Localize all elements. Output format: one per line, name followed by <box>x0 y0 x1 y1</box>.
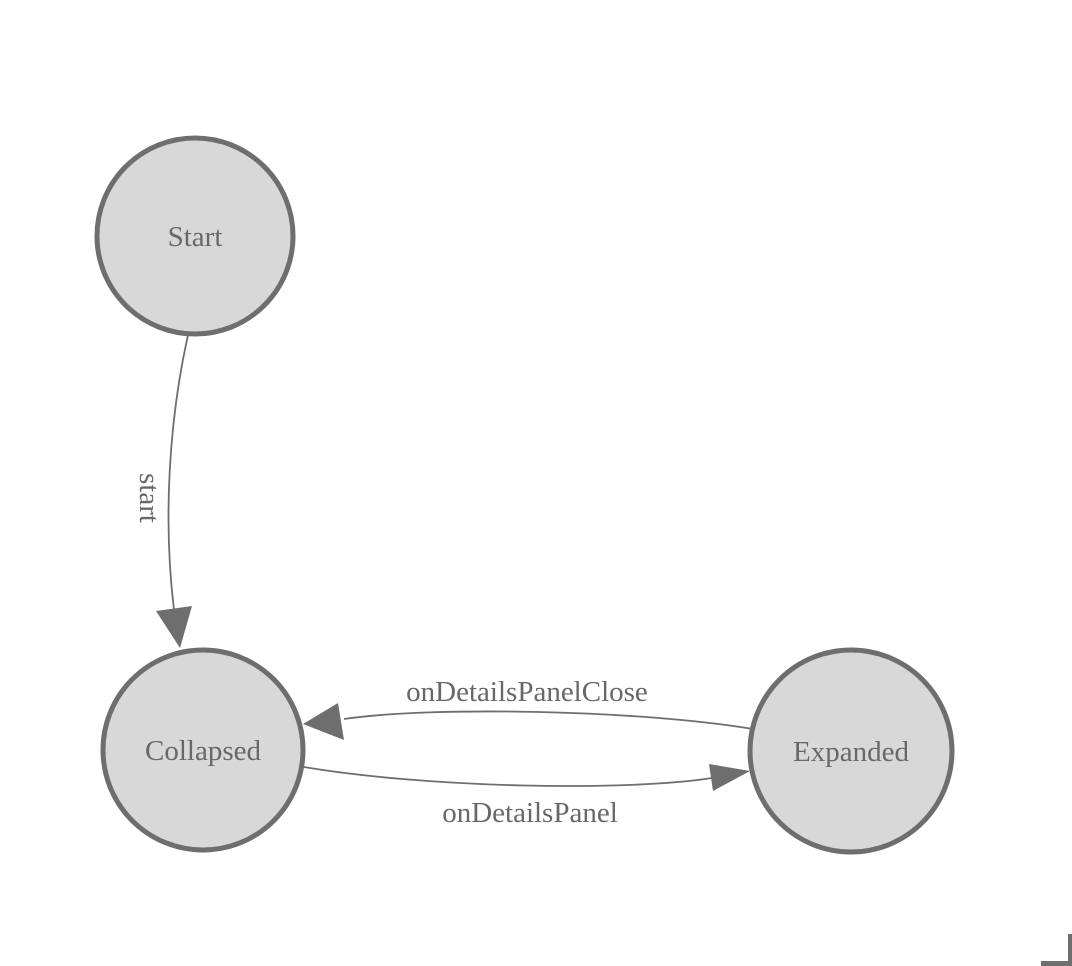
frame-corner-vertical <box>1068 934 1072 966</box>
transition-edge-start: start <box>133 334 192 648</box>
state-label: Collapsed <box>145 735 261 767</box>
edge-line <box>297 765 713 787</box>
state-label: Expanded <box>793 736 909 768</box>
transition-edge-ondetailspanelclose: onDetailsPanelClose <box>303 676 754 740</box>
transition-edge-ondetailspanel: onDetailsPanel <box>297 764 750 829</box>
arrowhead-icon <box>303 703 344 740</box>
state-node-expanded[interactable]: Expanded <box>747 647 955 855</box>
canvas-frame-corner <box>1041 934 1072 966</box>
arrowhead-icon <box>156 606 192 648</box>
state-circle[interactable] <box>747 647 955 855</box>
transition-label: onDetailsPanelClose <box>406 676 648 708</box>
transition-label: onDetailsPanel <box>442 797 618 829</box>
transition-label: start <box>133 473 165 523</box>
state-node-start[interactable]: Start <box>94 135 296 337</box>
frame-corner-horizontal <box>1041 961 1072 966</box>
state-circle[interactable] <box>100 647 306 853</box>
state-label: Start <box>168 221 223 253</box>
edge-line <box>167 334 189 611</box>
edge-line <box>343 710 754 730</box>
state-circle[interactable] <box>94 135 296 337</box>
arrowhead-icon <box>709 764 750 791</box>
state-node-collapsed[interactable]: Collapsed <box>100 647 306 853</box>
